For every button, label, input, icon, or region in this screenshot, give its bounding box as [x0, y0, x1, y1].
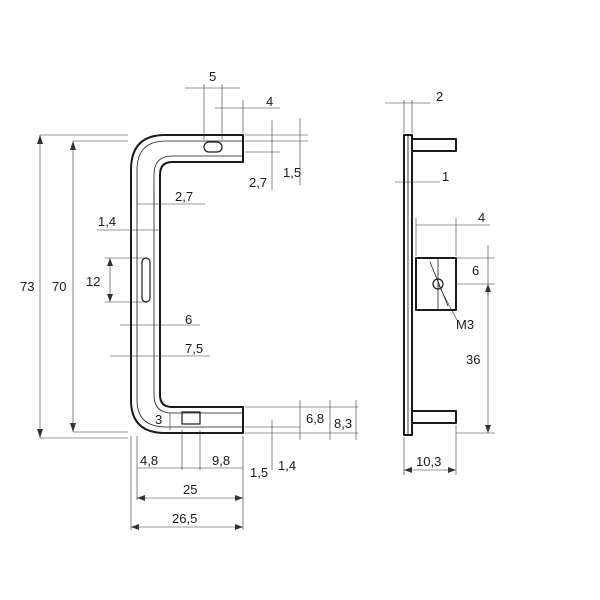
top-slot	[203, 141, 223, 153]
bottom-slot	[181, 411, 201, 425]
dim-9-8: 9,8	[212, 453, 230, 468]
thread-label: M3	[456, 317, 474, 332]
dim-6-side: 6	[472, 263, 479, 278]
front-labels: 73 70 5 4 2,7 1,5 2,7 1,4 12 6 7,5 3 6,8…	[20, 69, 352, 526]
side-labels: 2 1 4 6 M3 36 10,3	[416, 89, 485, 469]
side-dimensions	[385, 100, 495, 475]
dim-73: 73	[20, 279, 34, 294]
dim-4-side: 4	[478, 210, 485, 225]
front-view	[130, 134, 244, 434]
dim-2: 2	[436, 89, 443, 104]
bracket-web-inner	[153, 155, 243, 414]
dim-3: 3	[155, 412, 162, 427]
dim-2-7-web: 2,7	[175, 189, 193, 204]
dim-36: 36	[466, 352, 480, 367]
dim-6: 6	[185, 312, 192, 327]
dim-5: 5	[209, 69, 216, 84]
dim-70: 70	[52, 279, 66, 294]
dim-26-5: 26,5	[172, 511, 197, 526]
dim-7-5: 7,5	[185, 341, 203, 356]
dim-1: 1	[442, 169, 449, 184]
dim-25: 25	[183, 482, 197, 497]
front-dimensions	[37, 84, 358, 530]
bracket-inner-profile	[136, 140, 243, 428]
web-slot	[141, 257, 151, 303]
dim-1-5-bottom: 1,5	[250, 465, 268, 480]
dim-4-top: 4	[266, 94, 273, 109]
side-top-arm	[411, 138, 457, 152]
dim-1-5-top: 1,5	[283, 165, 301, 180]
dim-12: 12	[86, 274, 100, 289]
side-bottom-arm	[411, 410, 457, 424]
dim-1-4-web: 1,4	[98, 214, 116, 229]
side-threaded-block	[415, 257, 457, 311]
dim-8-3: 8,3	[334, 416, 352, 431]
dim-6-8: 6,8	[306, 411, 324, 426]
dim-10-3: 10,3	[416, 454, 441, 469]
bracket-outer-profile	[130, 134, 244, 434]
dim-1-4-bottom: 1,4	[278, 458, 296, 473]
dim-4-8: 4,8	[140, 453, 158, 468]
dim-2-7-top: 2,7	[249, 175, 267, 190]
